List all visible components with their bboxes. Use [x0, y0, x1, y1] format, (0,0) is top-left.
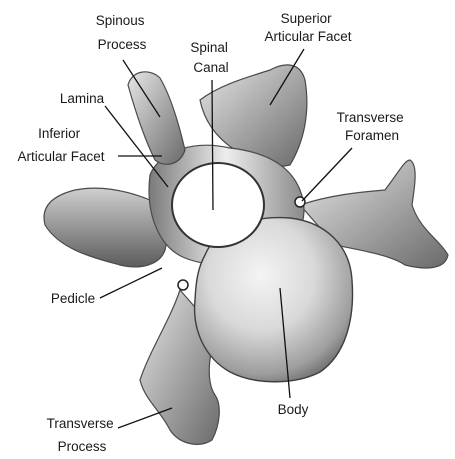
left-transverse-foramen-hole [178, 280, 188, 290]
leader-transverse-foramen [302, 148, 352, 201]
label-body: Body [278, 402, 309, 417]
label-transverse-foramen: Transverse Foramen [337, 110, 408, 143]
leader-pedicle [100, 268, 162, 298]
label-spinal-canal: Spinal Canal [190, 40, 231, 75]
label-superior-articular-facet: Superior Articular Facet [264, 11, 351, 44]
spinous-process-shape [128, 72, 185, 164]
label-inferior-articular-facet: Inferior Articular Facet [17, 126, 104, 164]
label-pedicle: Pedicle [51, 291, 95, 306]
inferior-facet-shape [44, 188, 167, 267]
label-lamina: Lamina [60, 91, 105, 106]
spinal-canal-hole [172, 163, 264, 247]
label-spinous-process: Spinous Process [96, 13, 149, 52]
label-transverse-process: Transverse Process [47, 416, 118, 454]
